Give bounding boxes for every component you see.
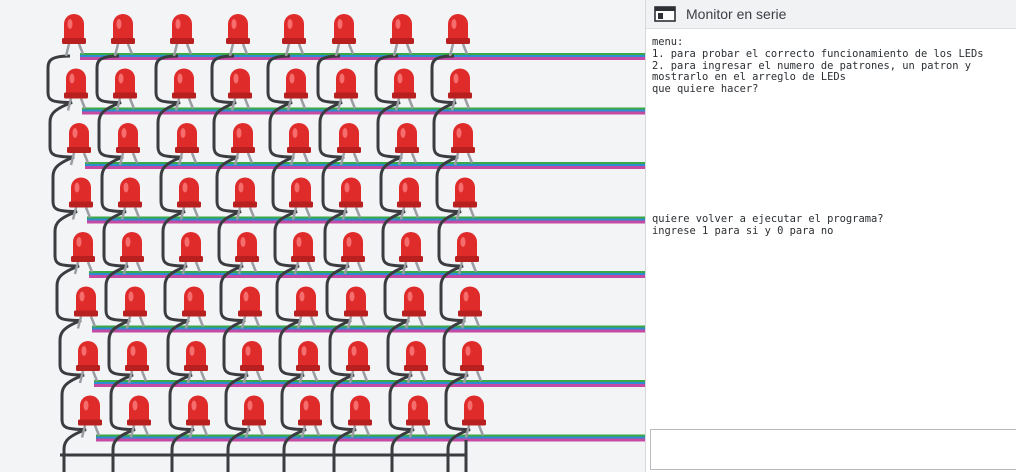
led: [448, 68, 472, 111]
column-wire: [374, 54, 415, 472]
led: [392, 68, 416, 111]
led: [298, 395, 322, 438]
output-line: [652, 190, 1012, 202]
led: [332, 14, 356, 57]
output-line: [652, 143, 1012, 155]
led: [397, 177, 421, 220]
led: [242, 395, 266, 438]
led: [74, 286, 98, 329]
led: [231, 123, 255, 166]
led: [462, 395, 486, 438]
led: [182, 286, 206, 329]
led: [287, 123, 311, 166]
led: [341, 232, 365, 275]
common-wire: [60, 440, 468, 472]
led: [184, 341, 208, 384]
led: [455, 232, 479, 275]
led: [399, 232, 423, 275]
led: [238, 286, 262, 329]
led: [76, 341, 100, 384]
led: [406, 395, 430, 438]
output-line: [652, 167, 1012, 179]
column-wire: [210, 54, 251, 472]
led: [226, 14, 250, 57]
serial-monitor-output: menu:1. para probar el correcto funciona…: [652, 36, 1012, 238]
led: [172, 68, 196, 111]
output-line: [652, 131, 1012, 143]
circuit-canvas[interactable]: [0, 0, 645, 472]
led: [390, 14, 414, 57]
led: [186, 395, 210, 438]
serial-monitor-icon: [654, 6, 676, 22]
output-line: quiere volver a ejecutar el programa?: [652, 212, 884, 225]
output-line: [652, 96, 1012, 108]
output-line: [652, 155, 1012, 167]
led: [118, 177, 142, 220]
column-wire: [430, 54, 471, 472]
column-wire: [266, 54, 307, 472]
led: [71, 232, 95, 275]
led: [460, 341, 484, 384]
led: [78, 395, 102, 438]
led: [402, 286, 426, 329]
led: [395, 123, 419, 166]
led: [120, 232, 144, 275]
led: [334, 68, 358, 111]
output-line: 1. para probar el correcto funcionamient…: [652, 47, 984, 60]
led: [111, 14, 135, 57]
led: [458, 286, 482, 329]
led: [123, 286, 147, 329]
column-wire: [46, 54, 87, 472]
serial-monitor-panel: Monitor en serie menu:1. para probar el …: [645, 0, 1016, 472]
led: [284, 68, 308, 111]
led: [294, 286, 318, 329]
led: [233, 177, 257, 220]
led: [125, 341, 149, 384]
led: [179, 232, 203, 275]
output-line: [652, 120, 1012, 132]
led: [339, 177, 363, 220]
column-wire: [154, 54, 195, 472]
output-line: [652, 179, 1012, 191]
output-line: 2. para ingresar el numero de patrones, …: [652, 59, 972, 72]
output-line: mostrarlo en el arreglo de LEDs: [652, 71, 846, 84]
led: [175, 123, 199, 166]
led: [282, 14, 306, 57]
led: [296, 341, 320, 384]
led: [348, 395, 372, 438]
led: [170, 14, 194, 57]
led: [177, 177, 201, 220]
column-wire: [95, 54, 136, 472]
led: [127, 395, 151, 438]
led: [69, 177, 93, 220]
led: [404, 341, 428, 384]
led: [64, 68, 88, 111]
output-line: menu:: [652, 36, 684, 48]
led: [228, 68, 252, 111]
led: [346, 341, 370, 384]
output-line: que quiere hacer?: [652, 83, 759, 96]
led: [451, 123, 475, 166]
serial-input-field[interactable]: [650, 429, 1016, 470]
led: [453, 177, 477, 220]
led: [289, 177, 313, 220]
output-line: [652, 108, 1012, 120]
led: [337, 123, 361, 166]
led: [446, 14, 470, 57]
led: [235, 232, 259, 275]
led: [62, 14, 86, 57]
led: [344, 286, 368, 329]
serial-monitor-header: Monitor en serie: [646, 0, 1016, 29]
led: [240, 341, 264, 384]
output-line: ingrese 1 para si y 0 para no: [652, 224, 834, 237]
led: [116, 123, 140, 166]
column-wire: [316, 54, 357, 472]
led: [67, 123, 91, 166]
serial-monitor-title: Monitor en serie: [686, 6, 787, 22]
led: [291, 232, 315, 275]
led: [113, 68, 137, 111]
led-matrix-circuit[interactable]: [0, 0, 645, 472]
